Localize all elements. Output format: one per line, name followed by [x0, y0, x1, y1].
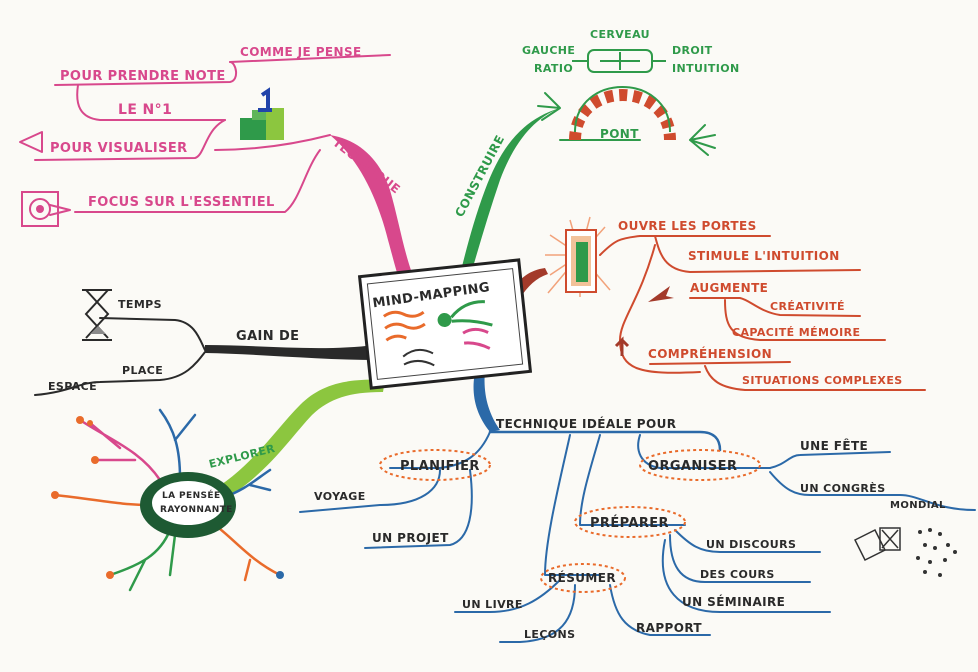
- construire-droit: DROIT: [672, 44, 713, 57]
- ideale-highlight-rings: [379, 449, 761, 593]
- brain-icon: [572, 49, 666, 73]
- podium-icon: [240, 87, 284, 140]
- gain-espace: ESPACE: [48, 380, 97, 393]
- ideale-congres: UN CONGRÈS: [800, 482, 886, 495]
- technique-label: TECHNIQUE: [330, 135, 403, 196]
- gain-place: PLACE: [122, 364, 163, 377]
- hourglass-icon: [82, 289, 112, 341]
- ideale-voyage: VOYAGE: [314, 490, 366, 503]
- construire-intuition: INTUITION: [672, 62, 740, 75]
- ouvre-lines: [599, 235, 926, 391]
- crowd-icon: [853, 527, 957, 577]
- ouvre-memoire: CAPACITÉ MÉMOIRE: [732, 326, 860, 339]
- ideale-planifier: PLANIFIER: [400, 459, 480, 474]
- radiant-thinking-icon: [51, 408, 284, 592]
- ouvre-augmente: AUGMENTE: [690, 281, 768, 295]
- construire-gauche: GAUCHE: [522, 44, 575, 57]
- ideale-seminaire: UN SÉMINAIRE: [682, 594, 785, 609]
- ideale-label: TECHNIQUE IDÉALE POUR: [496, 416, 676, 431]
- door-icon: [545, 216, 611, 297]
- technique-item-3: LE N°1: [118, 102, 172, 118]
- ideale-discours: UN DISCOURS: [706, 538, 796, 551]
- ideale-mondial: MONDIAL: [890, 500, 946, 511]
- branch-explorer: [205, 379, 385, 505]
- ideale-lines: [299, 430, 976, 643]
- ideale-organiser: ORGANISER: [648, 459, 737, 474]
- technique-item-1: COMME JE PENSE: [240, 45, 362, 59]
- pensee-line-1: LA PENSÉE: [162, 489, 221, 501]
- explorer-label: EXPLORER: [208, 442, 277, 471]
- branch-technique: [330, 135, 418, 292]
- center-node: [357, 258, 533, 390]
- ouvre-portes: OUVRE LES PORTES: [618, 219, 757, 233]
- construire-lines: [537, 92, 716, 156]
- ideale-rapport: RAPPORT: [636, 621, 702, 635]
- technique-item-4: POUR VISUALISER: [50, 141, 188, 156]
- construire-cerveau: CERVEAU: [590, 28, 650, 41]
- ideale-fete: UNE FÊTE: [800, 438, 868, 453]
- gain-temps: TEMPS: [118, 298, 162, 311]
- technique-item-2: POUR PRENDRE NOTE: [60, 69, 226, 84]
- ideale-lecons: LEÇONS: [524, 628, 575, 641]
- ideale-projet: UN PROJET: [372, 531, 449, 545]
- gain-label: GAIN DE: [236, 329, 299, 344]
- construire-ratio: RATIO: [534, 62, 573, 75]
- technique-lines: [19, 54, 391, 216]
- target-icon: [21, 191, 59, 227]
- ideale-cours: DES COURS: [700, 568, 775, 581]
- ideale-resumer: RÉSUMER: [548, 570, 616, 585]
- ouvre-creativite: CRÉATIVITÉ: [770, 300, 845, 313]
- branch-gain: [205, 345, 378, 360]
- pensee-line-2: RAYONNANTE: [160, 505, 233, 515]
- construire-pont: PONT: [600, 127, 639, 141]
- ouvre-comprehension: COMPRÉHENSION: [648, 346, 772, 361]
- technique-item-5: FOCUS SUR L'ESSENTIEL: [88, 195, 275, 210]
- ouvre-stimule: STIMULE L'INTUITION: [688, 249, 840, 263]
- bridge-icon: [569, 86, 676, 141]
- ouvre-situations: SITUATIONS COMPLEXES: [742, 374, 903, 387]
- ideale-livre: UN LIVRE: [462, 598, 523, 611]
- ideale-preparer: PRÉPARER: [590, 515, 669, 531]
- gain-lines: [34, 317, 206, 396]
